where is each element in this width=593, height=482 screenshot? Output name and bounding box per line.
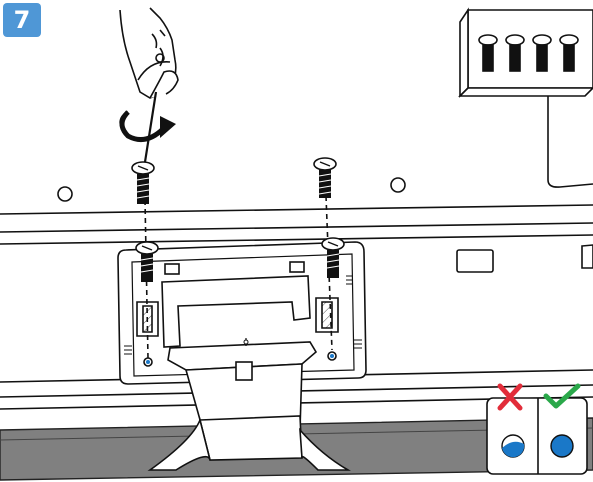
screw-installed-right: [321, 237, 345, 278]
step-number-badge: 7: [3, 3, 41, 37]
screw-installed-left: [135, 241, 159, 282]
vesa-hole-right: [390, 177, 406, 193]
stand-neck: [147, 338, 351, 471]
rotate-arrow-icon: [119, 110, 176, 143]
pack-screw: [532, 34, 552, 72]
pack-screw: [478, 34, 498, 72]
pack-screw: [505, 34, 525, 72]
vent-slot: [456, 249, 494, 273]
screw-top-left: [131, 161, 155, 204]
screw-top-right: [313, 157, 337, 198]
pack-screw: [559, 34, 579, 72]
incorrect-example: [501, 434, 525, 458]
step-number: 7: [13, 6, 31, 34]
guide-lines: [144, 195, 333, 359]
cross-icon: [497, 383, 523, 411]
vent-slot-edge: [581, 244, 593, 269]
hand-with-screwdriver: [119, 7, 179, 163]
check-icon: [543, 383, 581, 409]
screw-pack-inset: [458, 7, 593, 98]
vesa-hole-left: [57, 186, 73, 202]
comparison-panel: [486, 383, 588, 475]
correct-example: [550, 434, 574, 458]
